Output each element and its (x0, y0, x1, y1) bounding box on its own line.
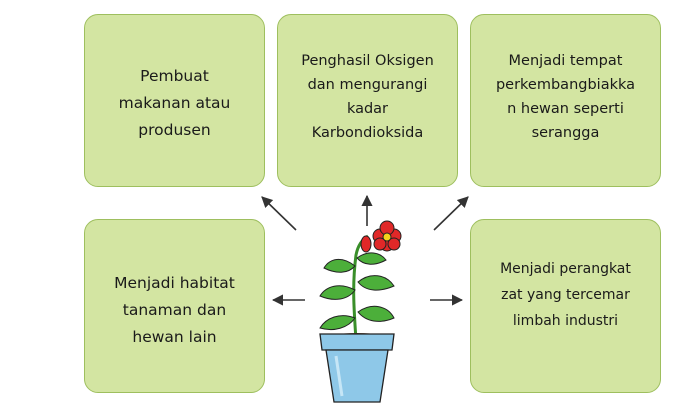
function-box-pollution: Menjadi perangkat zat yang tercemar limb… (470, 219, 661, 393)
function-text-pollution: Menjadi perangkat zat yang tercemar limb… (500, 261, 631, 329)
function-text-breeding: Menjadi tempat perkembangbiakka n hewan … (495, 53, 636, 141)
arrow-to-breeding (433, 196, 469, 231)
potted-plant-icon (319, 220, 402, 403)
flower-icon (372, 220, 402, 252)
function-text-oxygen: Penghasil Oksigen dan mengurangi kadar K… (301, 53, 434, 141)
function-box-habitat: Menjadi habitat tanaman dan hewan lain (84, 219, 265, 393)
function-text-producer: Pembuat makanan atau produsen (118, 67, 231, 139)
function-box-breeding: Menjadi tempat perkembangbiakka n hewan … (470, 14, 661, 187)
function-box-producer: Pembuat makanan atau produsen (84, 14, 265, 187)
function-box-oxygen: Penghasil Oksigen dan mengurangi kadar K… (277, 14, 458, 187)
function-text-habitat: Menjadi habitat tanaman dan hewan lain (114, 274, 235, 346)
arrow-to-producer (261, 196, 297, 231)
